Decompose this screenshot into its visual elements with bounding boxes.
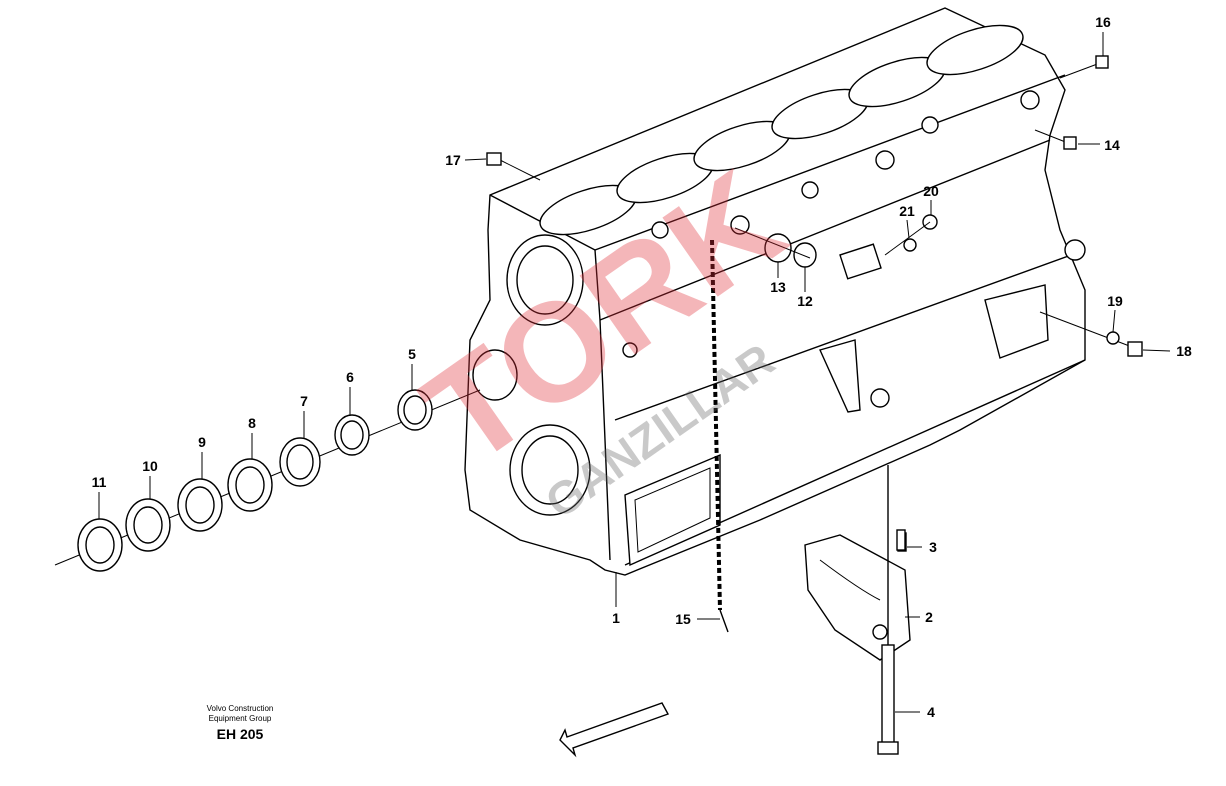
callout-4: 4 xyxy=(927,704,935,720)
callout-14: 14 xyxy=(1104,137,1120,153)
bushing-5 xyxy=(397,389,433,431)
bushing-10 xyxy=(125,498,171,552)
bushing-6 xyxy=(334,414,370,456)
callout-labels: 1 2 3 4 5 6 7 8 9 10 11 12 13 14 15 16 1… xyxy=(92,14,1192,720)
callout-5: 5 xyxy=(408,346,416,362)
callout-15: 15 xyxy=(675,611,691,627)
camshaft-bushings xyxy=(54,389,481,572)
callout-6: 6 xyxy=(346,369,354,385)
manufacturer-caption: Volvo Construction Equipment Group xyxy=(180,704,300,724)
cylinder-bores xyxy=(539,24,1024,236)
small-parts xyxy=(98,32,1171,713)
callout-10: 10 xyxy=(142,458,158,474)
callout-7: 7 xyxy=(300,393,308,409)
cylinder-block xyxy=(464,7,1086,576)
callout-16: 16 xyxy=(1095,14,1111,30)
caption-line-2: Equipment Group xyxy=(208,714,272,723)
direction-arrow xyxy=(559,702,670,758)
callout-13: 13 xyxy=(770,279,786,295)
callout-21: 21 xyxy=(899,203,915,219)
dipstick xyxy=(710,239,729,633)
bushing-11 xyxy=(77,518,123,572)
callout-17: 17 xyxy=(445,152,461,168)
bushing-8 xyxy=(227,458,273,512)
callout-2: 2 xyxy=(925,609,933,625)
main-bearing-cap xyxy=(804,465,911,755)
caption-line-1: Volvo Construction xyxy=(206,704,274,713)
callout-18: 18 xyxy=(1176,343,1192,359)
callout-20: 20 xyxy=(923,183,939,199)
bushing-9 xyxy=(177,478,223,532)
callout-12: 12 xyxy=(797,293,813,309)
bushing-7 xyxy=(279,437,321,487)
callout-9: 9 xyxy=(198,434,206,450)
callout-19: 19 xyxy=(1107,293,1123,309)
callout-1: 1 xyxy=(612,610,620,626)
callout-11: 11 xyxy=(92,474,107,490)
callout-3: 3 xyxy=(929,539,937,555)
callout-8: 8 xyxy=(248,415,256,431)
diagram-code: EH 205 xyxy=(216,726,264,742)
